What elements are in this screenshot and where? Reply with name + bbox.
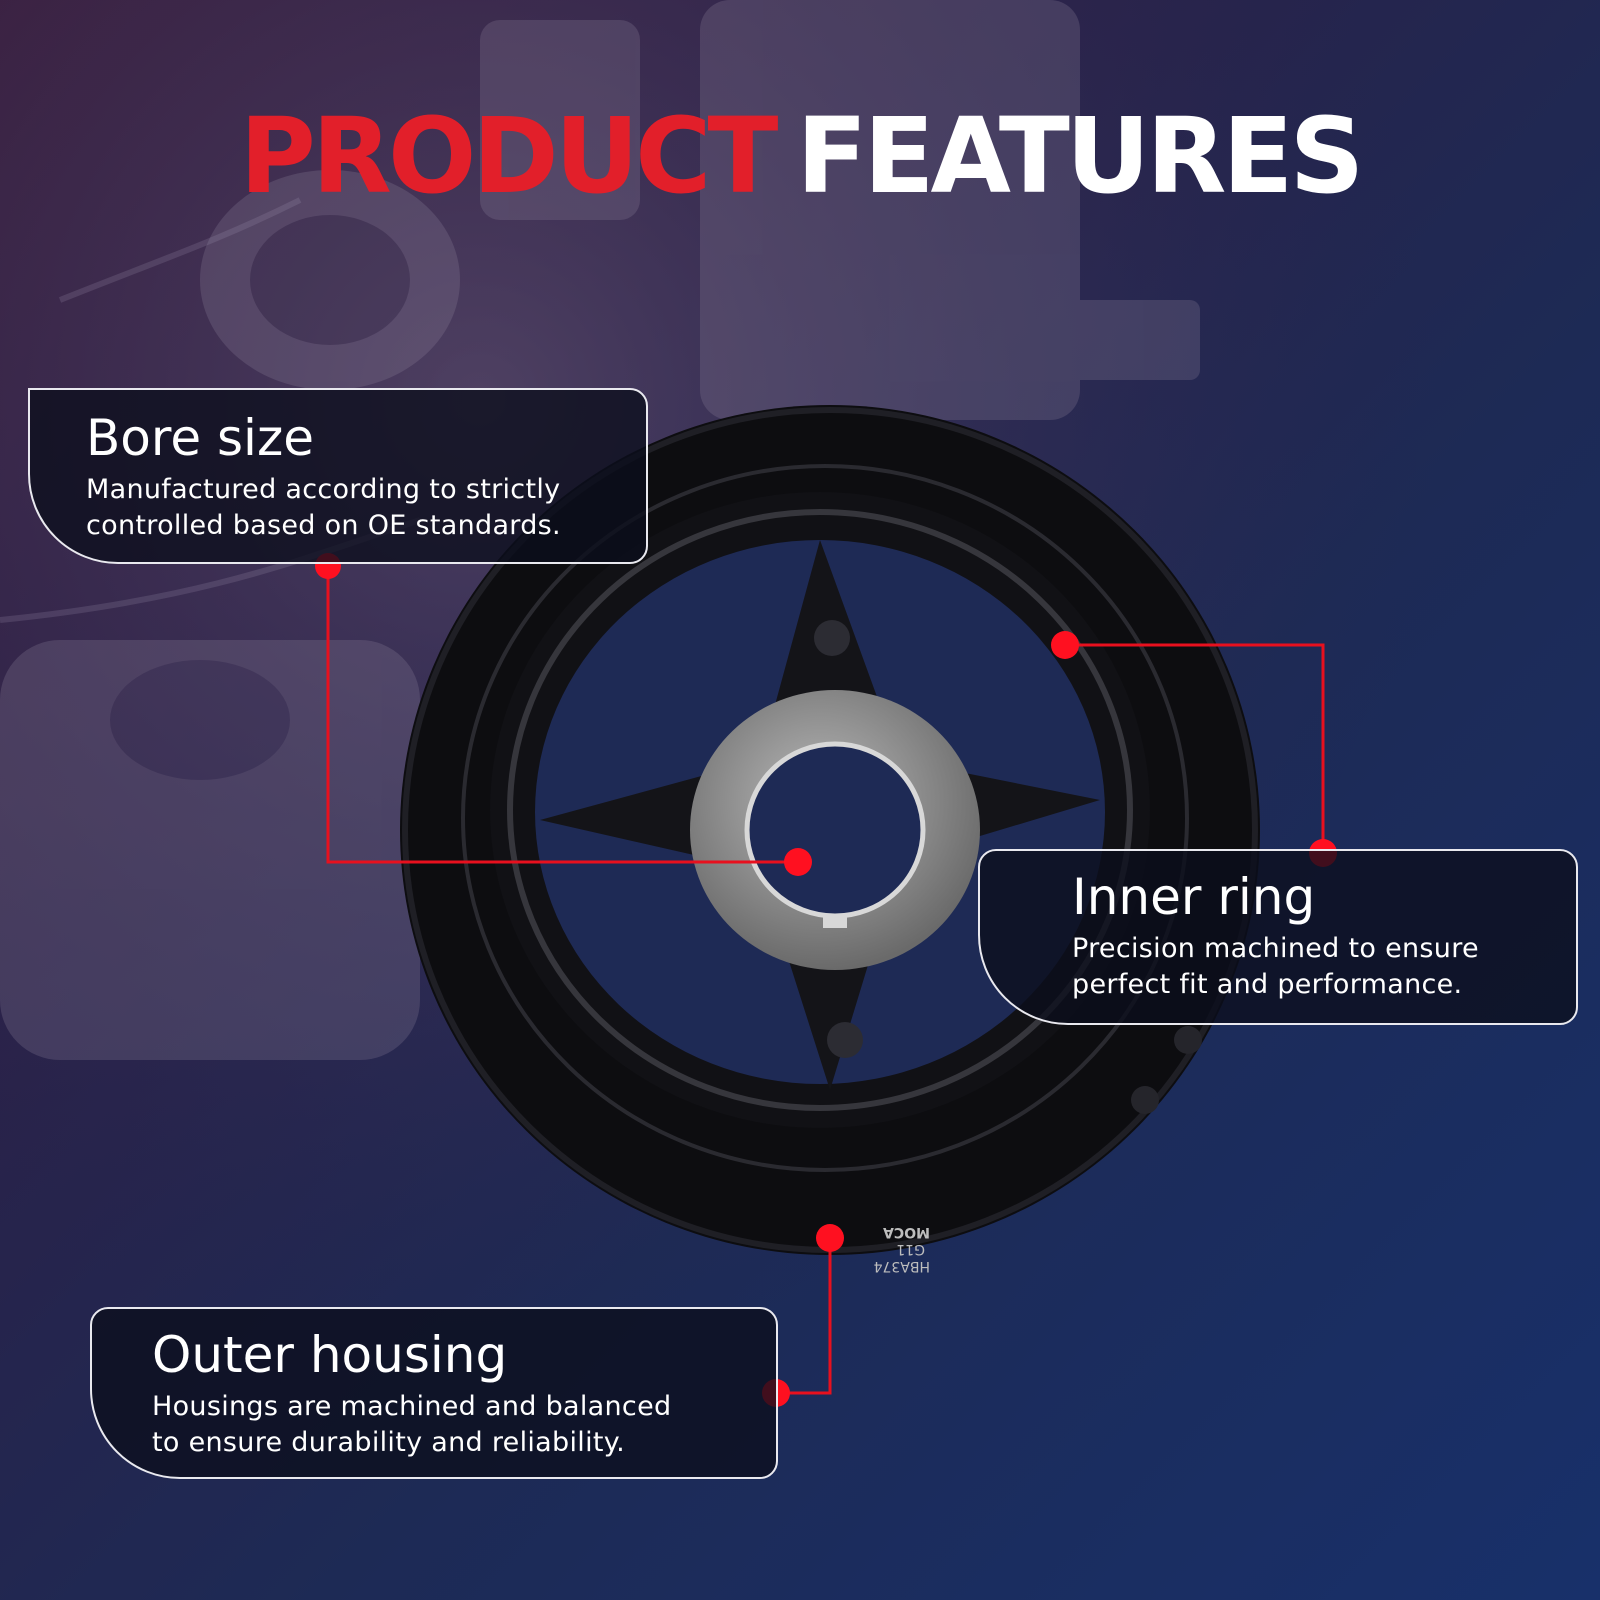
callout-title: Inner ring	[1072, 868, 1316, 926]
callout-description-line: perfect fit and performance.	[1072, 969, 1463, 1000]
callout-description-line: Manufactured according to strictly	[86, 474, 561, 505]
callout-description-line: controlled based on OE standards.	[86, 510, 561, 541]
callout-description-line: Housings are machined and balanced	[152, 1391, 672, 1422]
callout-description: Housings are machined and balanced to en…	[152, 1389, 776, 1461]
callout-inner-ring: Inner ring Precision machined to ensure …	[978, 849, 1578, 1025]
callout-description: Precision machined to ensure perfect fit…	[1072, 931, 1576, 1003]
title-features: FEATURES	[796, 95, 1364, 217]
title-product: PRODUCT	[239, 95, 779, 217]
callout-title: Bore size	[86, 409, 314, 467]
callout-title: Outer housing	[152, 1326, 508, 1384]
callout-outer-housing: Outer housing Housings are machined and …	[90, 1307, 778, 1479]
callout-bore-size: Bore size Manufactured according to stri…	[28, 388, 648, 564]
callout-description: Manufactured according to strictly contr…	[86, 472, 646, 544]
callout-description-line: Precision machined to ensure	[1072, 933, 1479, 964]
callout-description-line: to ensure durability and reliability.	[152, 1427, 626, 1458]
part-number-text: HBA374	[873, 1258, 930, 1274]
part-code-text: G11	[896, 1241, 925, 1257]
brand-text: MOCA	[883, 1224, 930, 1240]
